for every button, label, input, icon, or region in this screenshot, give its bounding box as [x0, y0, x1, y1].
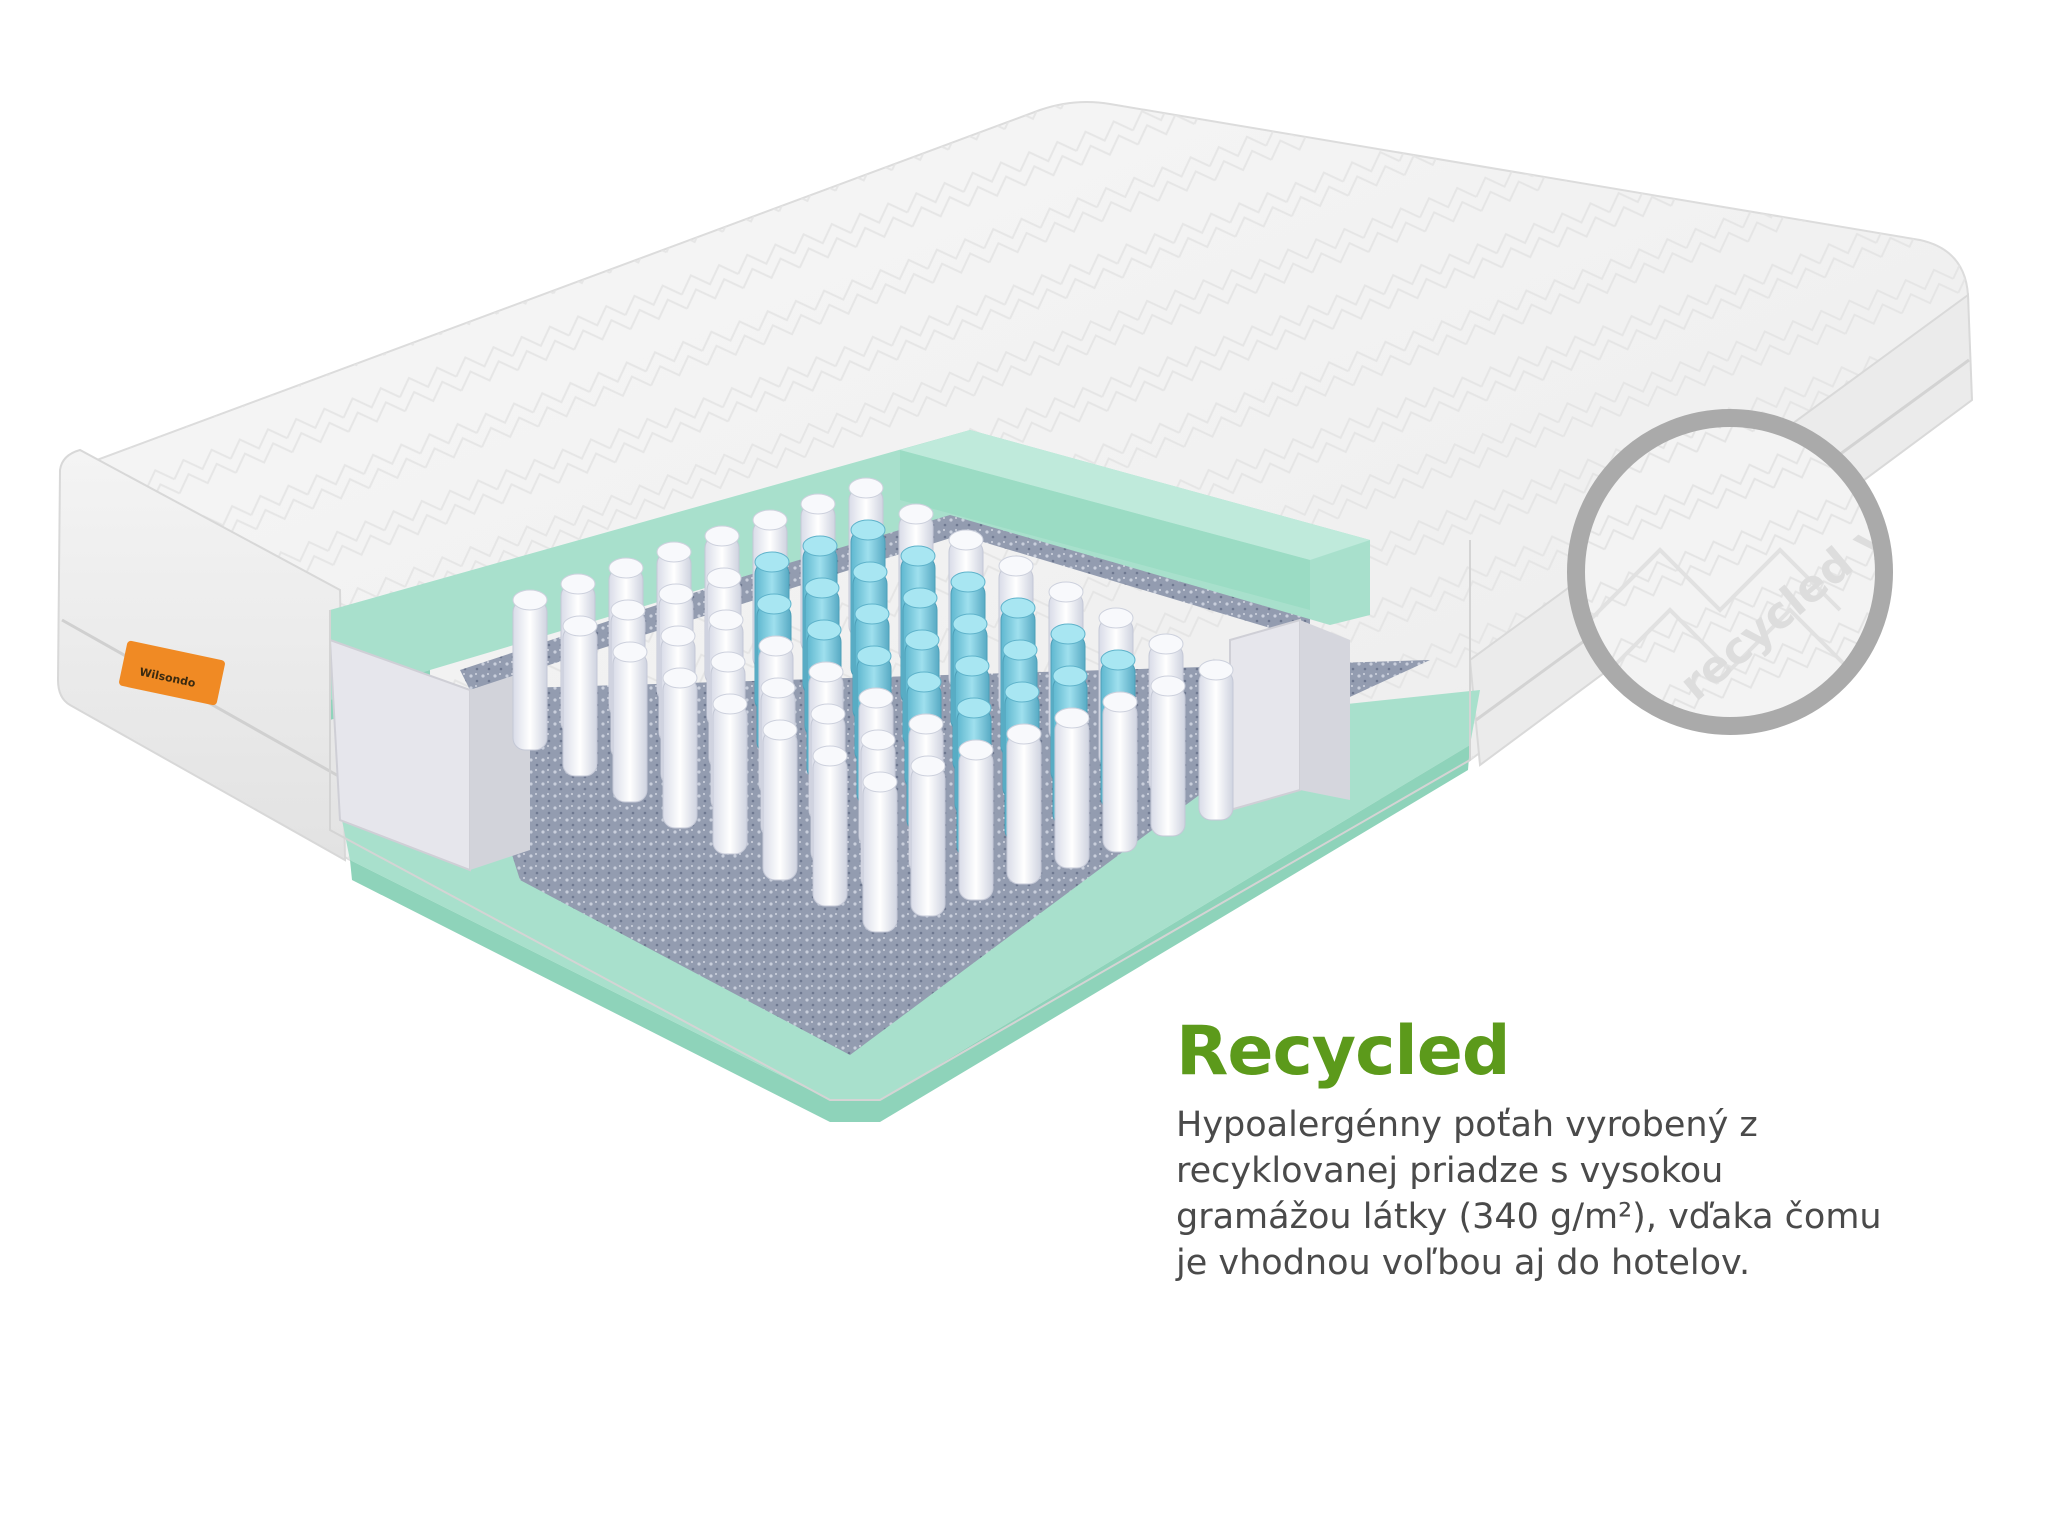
white-pocket-spring [612, 641, 648, 803]
description-line: recyklovanej priadze s vysokou [1176, 1151, 1724, 1191]
cutaway-section [328, 430, 1480, 1122]
fabric-detail-circle: recycled yarn [1567, 409, 1893, 735]
detail-ring [1567, 409, 1893, 735]
brand-label: Wilsondo [119, 640, 225, 706]
white-pocket-spring [1150, 675, 1186, 837]
white-pocket-spring [762, 719, 798, 881]
edge-block-right [1229, 618, 1301, 812]
pocket-springs [512, 477, 1234, 933]
white-pocket-spring [1198, 659, 1234, 821]
white-pocket-spring [958, 739, 994, 901]
white-pocket-spring [562, 615, 598, 777]
white-pocket-spring [812, 745, 848, 907]
white-pocket-spring [1102, 691, 1138, 853]
white-pocket-spring [1054, 707, 1090, 869]
feature-description: Hypoalergénny poťah vyrobený z recyklova… [1176, 1102, 2016, 1286]
white-pocket-spring [910, 755, 946, 917]
feature-text-block: Recycled Hypoalergénny poťah vyrobený z … [1176, 1012, 2016, 1286]
description-line: gramážou látky (340 g/m²), vďaka čomu [1176, 1197, 1882, 1237]
white-pocket-spring [512, 589, 548, 751]
description-line: Hypoalergénny poťah vyrobený z [1176, 1105, 1758, 1145]
description-line: je vhodnou voľbou aj do hotelov. [1176, 1243, 1751, 1283]
white-pocket-spring [862, 771, 898, 933]
white-pocket-spring [712, 693, 748, 855]
white-pocket-spring [1006, 723, 1042, 885]
feature-headline: Recycled [1176, 1012, 1511, 1091]
white-pocket-spring [662, 667, 698, 829]
